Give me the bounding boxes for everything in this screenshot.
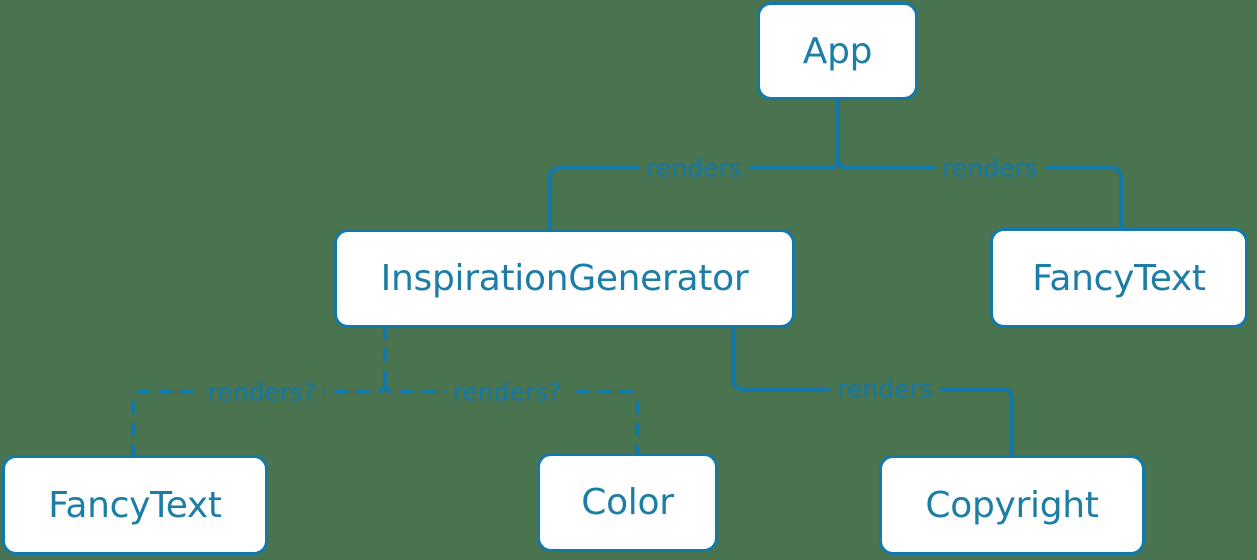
node-inspirationgenerator[interactable]: InspirationGenerator — [334, 229, 795, 328]
edge-app-to-fancytext — [836, 156, 1123, 230]
node-app[interactable]: App — [757, 2, 918, 100]
node-fancytext-bottom-label: FancyText — [48, 484, 222, 526]
node-app-label: App — [802, 30, 873, 72]
node-copyright-label: Copyright — [925, 484, 1099, 526]
node-color-label: Color — [581, 482, 674, 523]
node-color[interactable]: Color — [537, 453, 718, 552]
edge-label-inspirationgenerator-color: renders? — [445, 379, 569, 405]
node-inspirationgenerator-label: InspirationGenerator — [380, 258, 749, 299]
node-fancytext-bottom[interactable]: FancyText — [2, 455, 268, 555]
edge-label-inspirationgenerator-copyright: renders — [830, 376, 940, 402]
edge-label-app-fancytext: renders — [935, 155, 1045, 181]
node-fancytext-top-label: FancyText — [1032, 257, 1206, 299]
edge-inspirationgenerator-to-fancytext-dashed — [131, 381, 387, 457]
edge-label-app-inspirationgenerator: renders — [639, 155, 749, 181]
node-fancytext-top[interactable]: FancyText — [990, 228, 1248, 328]
node-copyright[interactable]: Copyright — [879, 455, 1145, 555]
edge-inspirationgenerator-to-color-dashed — [383, 381, 639, 455]
edge-label-inspirationgenerator-fancytext: renders? — [200, 379, 324, 405]
